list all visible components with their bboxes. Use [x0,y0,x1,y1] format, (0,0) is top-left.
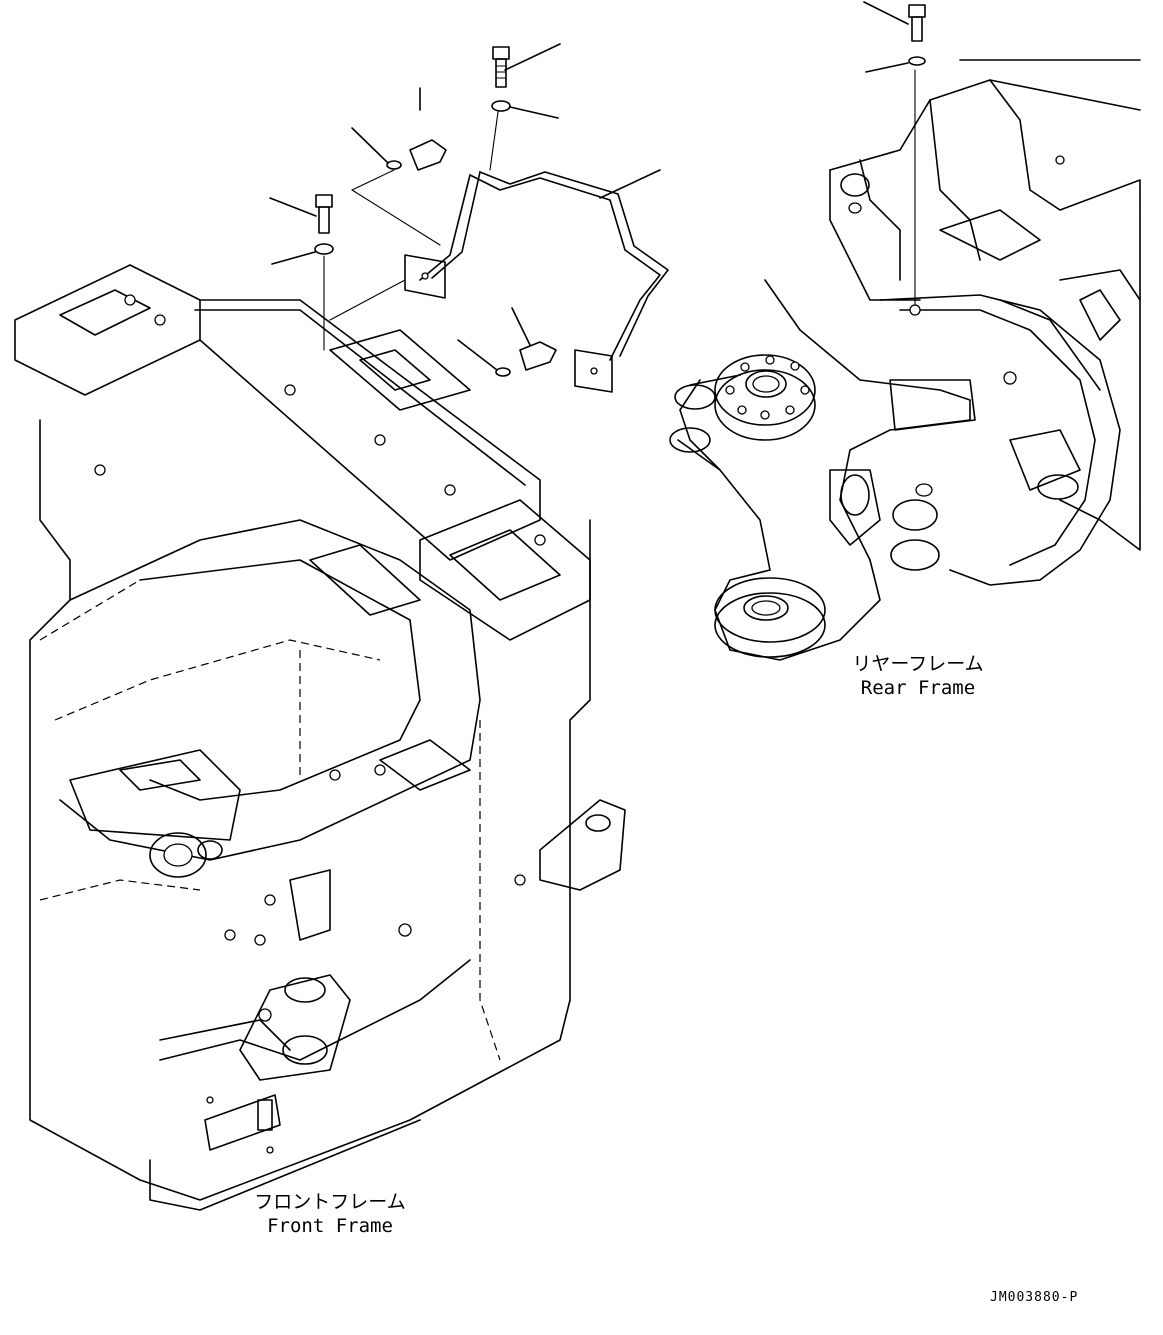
frame-bolt-markers [94,294,546,1154]
washer [386,160,402,170]
bolt-top-left [351,87,447,171]
bracket-rod-left [419,174,471,281]
front-cross-member [69,749,241,841]
front-frame-label-en: Front Frame [267,1215,393,1237]
rear-mount-bolt [863,1,926,73]
front-frame-label: フロントフレーム Front Frame [240,1190,420,1238]
center-line [489,111,499,171]
center-line [351,189,441,246]
front-frame-label-jp: フロントフレーム [254,1191,406,1213]
bracket-assembly [269,43,669,393]
center-line [329,279,406,321]
upper-kingpin-cap [714,354,816,426]
bolt-mid [457,307,557,377]
rear-frame-label-jp: リヤーフレーム [852,653,984,675]
bracket-rod-left-edge [431,171,481,279]
bolt-left [269,194,334,265]
pivot-boss [149,832,207,878]
front-top-plate [14,264,201,396]
rear-frame-label-en: Rear Frame [860,677,976,699]
slot-plate [329,329,471,411]
plate-hole [590,367,598,375]
right-mounting-plate [574,349,613,393]
lower-kingpin-cap [714,577,826,643]
front-right-hitch [539,799,626,891]
plate-hole [421,272,429,280]
washer [495,367,511,377]
washer [908,56,926,66]
rear-frame-label: リヤーフレーム Rear Frame [838,652,998,700]
lower-hinge [239,974,351,1081]
right-top-plate [419,499,591,641]
center-line [351,169,395,191]
kingpin-bolt-circle [725,355,810,420]
leader-line [599,169,661,199]
bracket-rod-edge [479,171,669,357]
rear-frame-drawing [669,59,1141,661]
left-mounting-plate [404,254,446,299]
front-frame-drawing [14,264,626,1211]
bracket-rod [469,174,661,361]
washer [491,100,511,112]
drawing-code: JM003880-P [990,1290,1079,1305]
bolt-top-center [491,43,561,119]
washer [314,243,334,255]
